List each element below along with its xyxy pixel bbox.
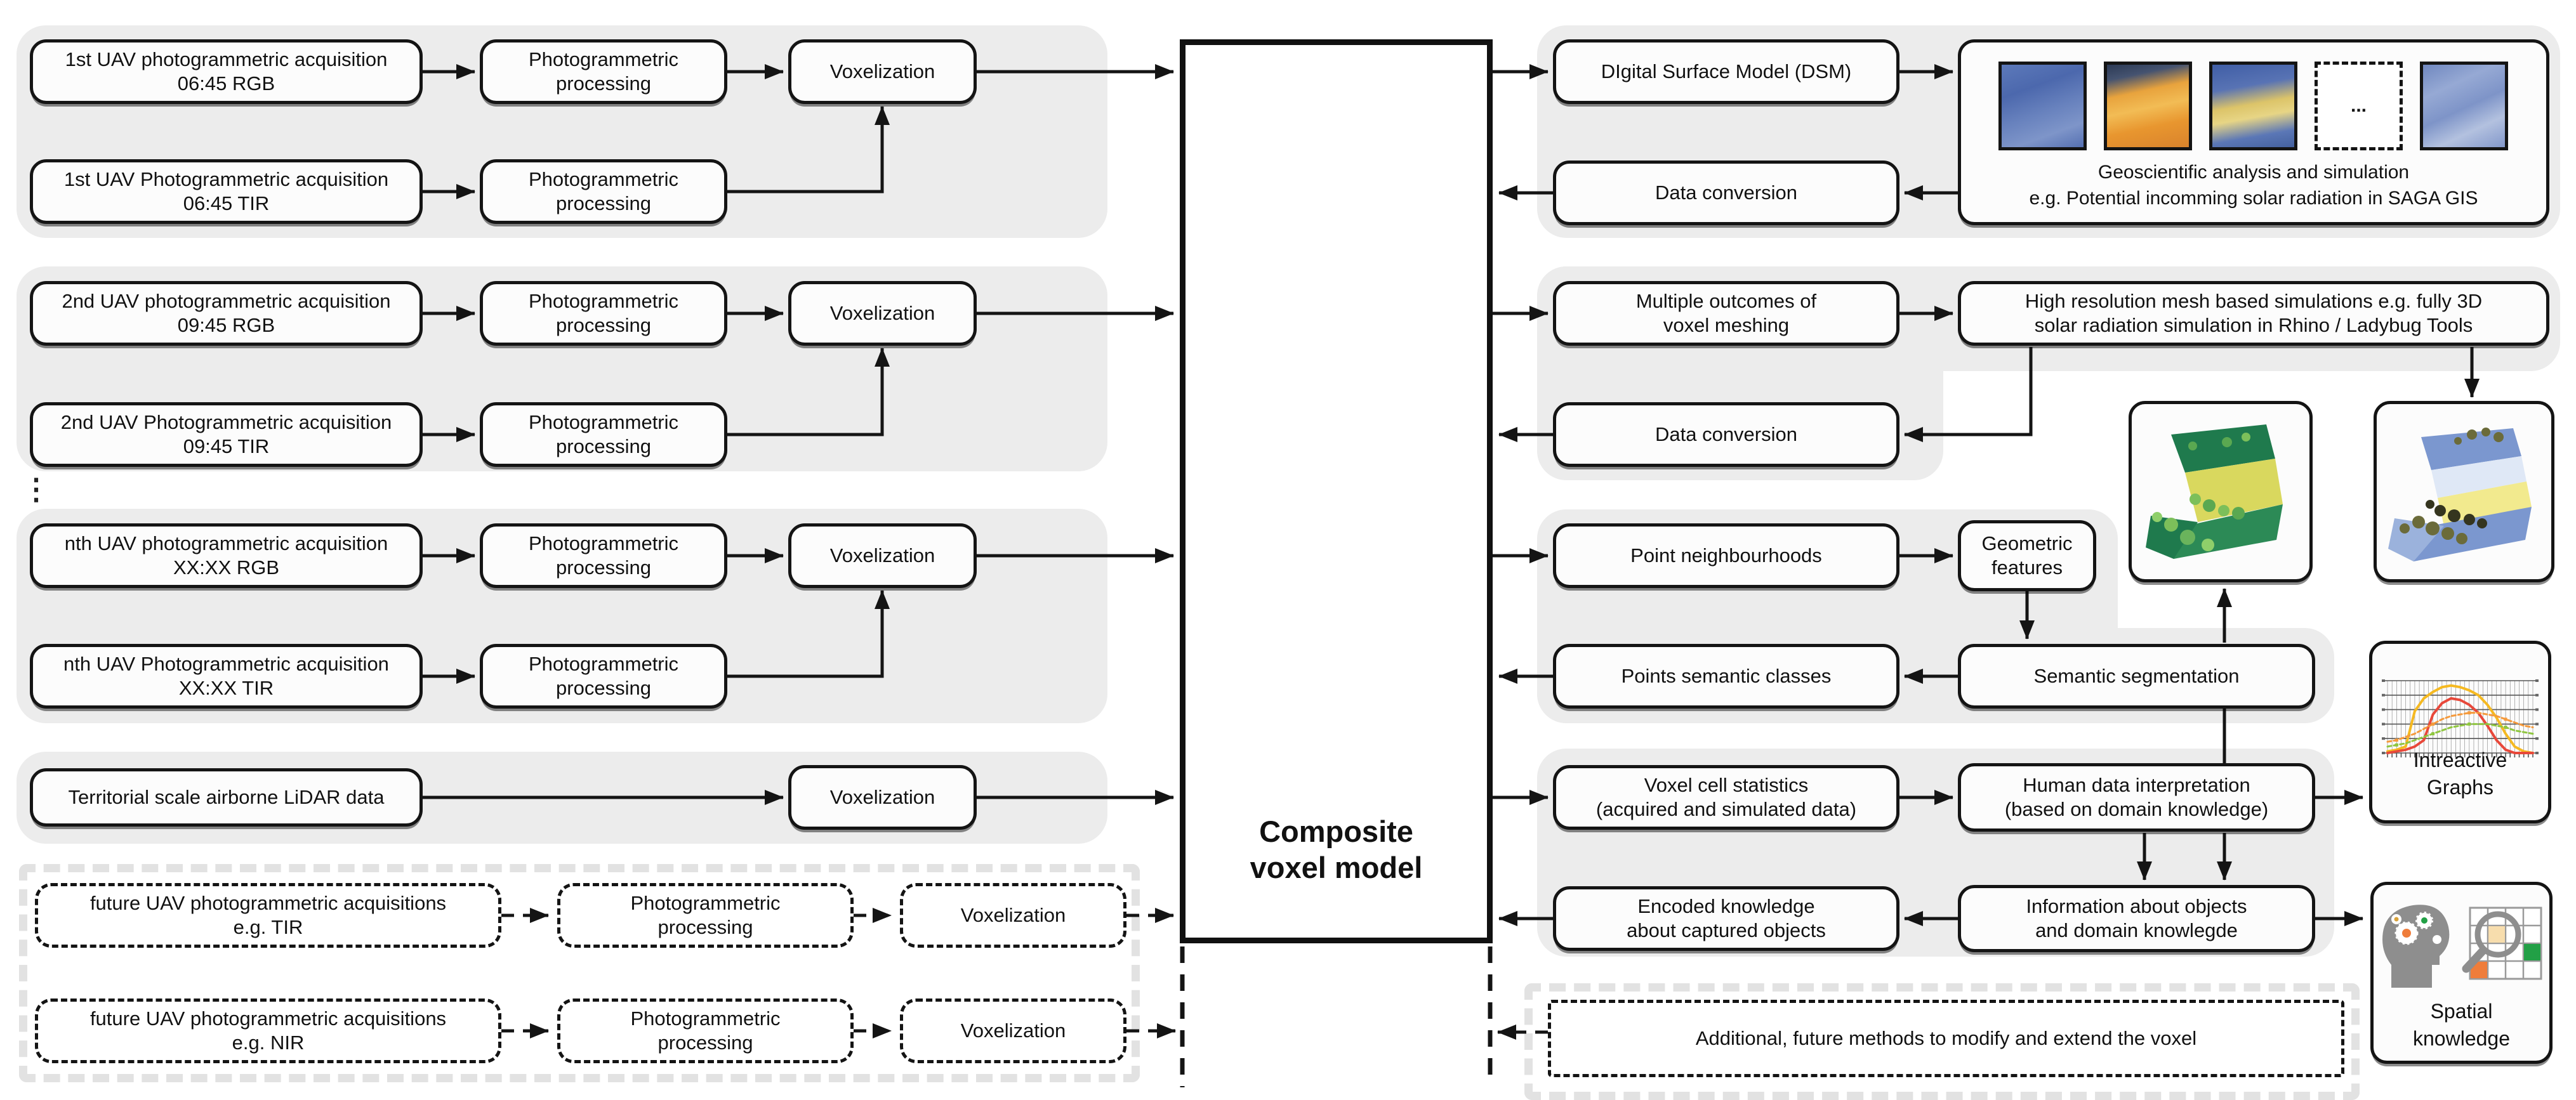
vertical-ellipsis: ⋮ bbox=[22, 473, 51, 506]
node-additional-future-methods: Additional, future methods to modify and… bbox=[1548, 1000, 2344, 1077]
node-future-acquisition-nir: future UAV photogrammetric acquisitions … bbox=[35, 999, 501, 1063]
head-with-gears-icon bbox=[2382, 905, 2450, 988]
node-acquisition-n-rgb: nth UAV photogrammetric acquisition XX:X… bbox=[30, 523, 423, 588]
solar-map-thumbnail-placeholder: ... bbox=[2315, 62, 2403, 150]
node-point-neighbourhoods: Point neighbourhoods bbox=[1553, 523, 1899, 588]
node-future-acquisition-tir: future UAV photogrammetric acquisitions … bbox=[35, 883, 501, 948]
group-additional-future bbox=[1524, 983, 2360, 1100]
node-semantic-segmentation: Semantic segmentation bbox=[1958, 644, 2315, 709]
node-data-conversion-2: Data conversion bbox=[1553, 402, 1899, 467]
node-voxel-cell-statistics: Voxel cell statistics (acquired and simu… bbox=[1553, 765, 1899, 830]
node-future-voxelization-tir: Voxelization bbox=[900, 883, 1126, 948]
arrow-procntir-vox bbox=[727, 590, 890, 678]
interactive-graph-chart bbox=[2382, 679, 2539, 757]
node-acquisition-2-rgb: 2nd UAV photogrammetric acquisition 09:4… bbox=[30, 281, 423, 346]
magnifier-over-grid-icon bbox=[2462, 907, 2542, 980]
node-dsm: DIgital Surface Model (DSM) bbox=[1553, 39, 1899, 104]
node-processing-n-rgb: Photogrammetric processing bbox=[480, 523, 727, 588]
arrow-proc1tir-vox bbox=[727, 106, 890, 193]
node-high-res-simulations: High resolution mesh based simulations e… bbox=[1958, 281, 2549, 346]
node-processing-1-rgb: Photogrammetric processing bbox=[480, 39, 727, 104]
group-future-acquisitions bbox=[19, 864, 1140, 1082]
interactive-graphs-label: Intreactive Graphs bbox=[2413, 749, 2507, 799]
node-composite-voxel-model: Composite voxel model bbox=[1180, 39, 1493, 943]
node-processing-2-tir: Photogrammetric processing bbox=[480, 402, 727, 467]
voxel-model-blue-image bbox=[2374, 401, 2554, 582]
node-processing-1-tir: Photogrammetric processing bbox=[480, 159, 727, 224]
node-processing-n-tir: Photogrammetric processing bbox=[480, 644, 727, 709]
voxel-model-green-image bbox=[2129, 401, 2313, 582]
node-spatial-knowledge: Spatial knowledge bbox=[2370, 882, 2553, 1064]
solar-map-thumbnail-3 bbox=[2209, 62, 2297, 150]
composite-voxel-model-label: Composite voxel model bbox=[1250, 815, 1423, 884]
node-future-processing-tir: Photogrammetric processing bbox=[557, 883, 854, 948]
spatial-knowledge-icons bbox=[2382, 905, 2542, 988]
node-encoded-knowledge: Encoded knowledge about captured objects bbox=[1553, 886, 1899, 951]
solar-map-thumbnail-n bbox=[2420, 62, 2508, 150]
node-multiple-outcomes: Multiple outcomes of voxel meshing bbox=[1553, 281, 1899, 346]
node-future-processing-nir: Photogrammetric processing bbox=[557, 999, 854, 1063]
arrow-proc2tir-vox bbox=[727, 348, 890, 436]
node-points-semantic-classes: Points semantic classes bbox=[1553, 644, 1899, 709]
blue-pointcloud-graphic bbox=[2388, 428, 2532, 561]
node-acquisition-2-tir: 2nd UAV Photogrammetric acquisition 09:4… bbox=[30, 402, 423, 467]
node-voxelization-lidar: Voxelization bbox=[788, 765, 977, 830]
node-voxelization-n: Voxelization bbox=[788, 523, 977, 588]
node-future-voxelization-nir: Voxelization bbox=[900, 999, 1126, 1063]
node-acquisition-1-rgb: 1st UAV photogrammetric acquisition 06:4… bbox=[30, 39, 423, 104]
node-voxelization-1: Voxelization bbox=[788, 39, 977, 104]
node-data-conversion-1: Data conversion bbox=[1553, 160, 1899, 225]
spatial-knowledge-label: Spatial knowledge bbox=[2413, 1000, 2510, 1051]
node-human-data-interpretation: Human data interpretation (based on doma… bbox=[1958, 763, 2315, 832]
node-geometric-features: Geometric features bbox=[1958, 520, 2096, 591]
node-processing-2-rgb: Photogrammetric processing bbox=[480, 281, 727, 346]
solar-map-thumbnail-2 bbox=[2104, 62, 2192, 150]
green-pointcloud-graphic bbox=[2146, 424, 2283, 559]
node-information-about-objects: Information about objects and domain kno… bbox=[1958, 885, 2315, 952]
node-voxelization-2: Voxelization bbox=[788, 281, 977, 346]
node-acquisition-1-tir: 1st UAV Photogrammetric acquisition 06:4… bbox=[30, 159, 423, 224]
geoscientific-caption: Geoscientific analysis and simulation e.… bbox=[2029, 162, 2478, 209]
node-lidar: Territorial scale airborne LiDAR data bbox=[30, 768, 423, 827]
node-acquisition-n-tir: nth UAV Photogrammetric acquisition XX:X… bbox=[30, 644, 423, 709]
arrow-highres-dataconv2 bbox=[1904, 347, 2033, 442]
node-interactive-graphs: Intreactive Graphs bbox=[2369, 641, 2551, 823]
solar-map-thumbnail-1 bbox=[1998, 62, 2087, 150]
